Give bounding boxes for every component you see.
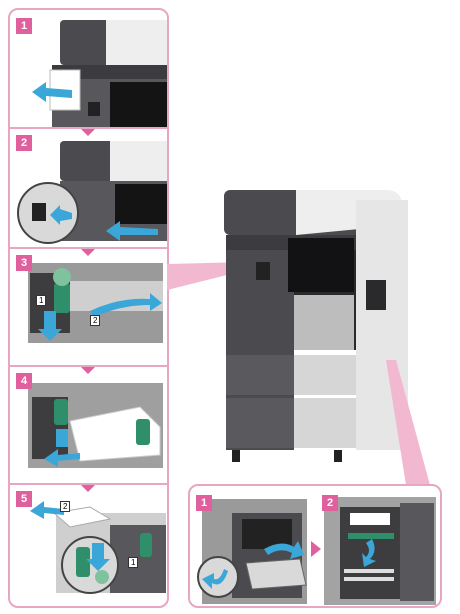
next-step-arrow-icon (81, 485, 95, 492)
divider (8, 127, 169, 129)
open-arrow-icon (90, 293, 162, 317)
divider (8, 365, 169, 367)
step-5-illustration (30, 501, 166, 594)
detail-step-2-badge: 2 (322, 495, 338, 511)
step-5-badge: 5 (16, 491, 32, 507)
remove-arrow-icon (44, 449, 80, 467)
connector-detail (386, 360, 430, 485)
divider (8, 247, 169, 249)
step-3-panel: 3 1 2 (10, 249, 167, 365)
divider (8, 483, 169, 485)
step-4-badge: 4 (16, 373, 32, 389)
step-1-panel: 1 (10, 10, 167, 127)
green-lever-icon (54, 283, 70, 313)
next-step-arrow-icon (311, 541, 321, 557)
detail-step-1-badge: 1 (196, 495, 212, 511)
procedure-steps-frame (8, 8, 169, 608)
step-3-illustration (28, 263, 163, 343)
open-arrow-icon (264, 541, 304, 559)
step-1-illustration (32, 20, 167, 127)
detail-step-1-panel: 1 (192, 493, 311, 608)
callout-2: 2 (90, 315, 101, 326)
step-1-badge: 1 (16, 18, 32, 34)
step-4-panel: 4 (10, 367, 167, 483)
step-4-illustration (28, 383, 163, 468)
release-arrow-icon (362, 539, 376, 567)
push-arrow-icon (50, 205, 72, 225)
callout-2: 2 (60, 501, 71, 512)
press-arrow-icon (86, 543, 110, 571)
step-2-badge: 2 (16, 135, 32, 151)
next-step-arrow-icon (81, 249, 95, 256)
step-2-illustration (17, 141, 167, 244)
press-arrow-icon (38, 311, 62, 341)
next-step-arrow-icon (81, 367, 95, 374)
insert-arrow-icon (30, 501, 64, 519)
copier-machine-illustration (224, 190, 408, 462)
detail-step-2-illustration (324, 497, 436, 605)
detail-steps-frame (188, 484, 442, 608)
detail-step-1-illustration (197, 499, 307, 604)
step-5-panel: 5 2 1 (10, 485, 167, 606)
detail-step-2-panel: 2 (320, 493, 439, 608)
next-step-arrow-icon (81, 129, 95, 136)
insert-arrow-icon (106, 221, 158, 241)
pull-arrow-icon (202, 569, 228, 589)
pull-arrow-icon (32, 82, 72, 102)
step-3-badge: 3 (16, 255, 32, 271)
step-2-panel: 2 (10, 129, 167, 247)
callout-1: 1 (128, 557, 139, 568)
callout-1: 1 (36, 295, 47, 306)
